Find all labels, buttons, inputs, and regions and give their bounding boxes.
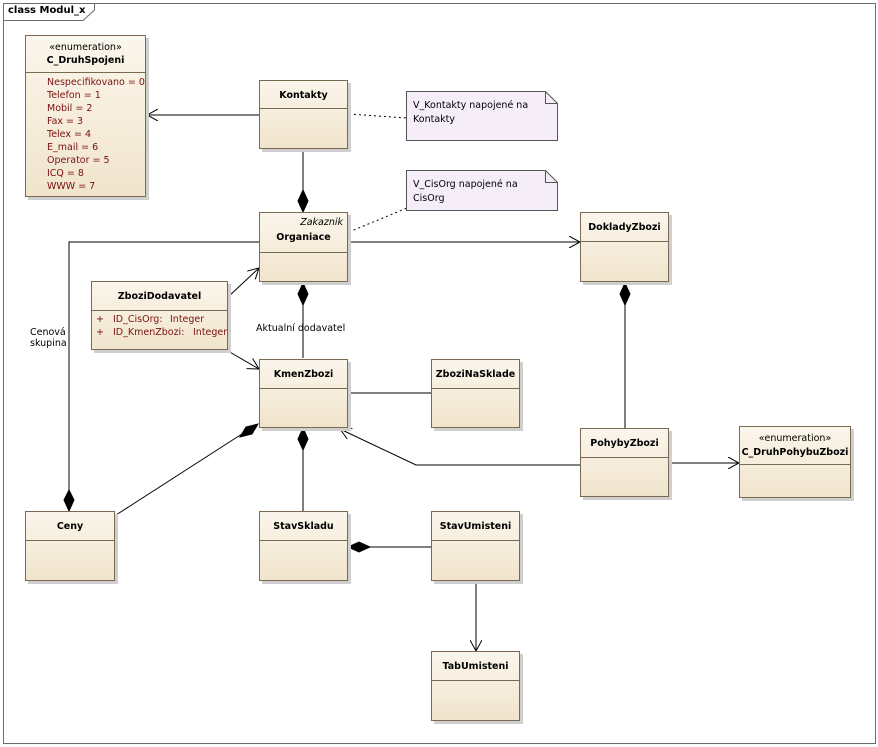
label-aktualni-dodavatel: Aktualní dodavatel (256, 323, 346, 334)
enum-literal: Nespecifikovano = 0 (47, 77, 145, 88)
enum-literal: Mobil = 2 (47, 103, 93, 114)
class-kontakty[interactable]: Kontakty (259, 80, 348, 149)
attribute-visibility: + (96, 314, 104, 325)
attribute-visibility: + (96, 327, 104, 338)
note-link-organiace (348, 207, 408, 233)
class-zbozinasklade-name: ZboziNaSklade (435, 369, 516, 380)
diagram-frame-label: class Modul_x (8, 5, 86, 16)
association-pohybyzbozi-kmenzbozi[interactable] (340, 429, 580, 466)
label-cenova-skupina-line1: Cenová (30, 327, 66, 338)
diagram-frame-tab (3, 3, 95, 21)
enum-literal: Telex = 4 (47, 129, 92, 140)
class-ceny-name: Ceny (56, 521, 84, 532)
class-stavskladu[interactable]: StavSkladu (259, 511, 348, 581)
class-organiace[interactable]: Zakaznik Organiace (259, 212, 348, 282)
composition-stavskladu-stavumisteni[interactable] (346, 541, 431, 553)
note-v-cisorg: V_CisOrg napojené na CisOrg (407, 171, 557, 210)
class-c-druhpohybuzbozi-stereotype: «enumeration» (758, 433, 832, 444)
class-kmenzbozi[interactable]: KmenZbozi (259, 359, 348, 428)
composition-dokladyzbozi-pohybyzbozi[interactable] (619, 281, 631, 428)
association-zbozidodavatel-organiace[interactable] (227, 268, 259, 298)
class-zbozidodavatel[interactable]: ZboziDodavatel + ID_CisOrg: Integer + ID… (91, 281, 228, 350)
note-v-kontakty-text: V_Kontakty napojené na Kontakty (413, 100, 529, 125)
note-v-cisorg-text: V_CisOrg napojené na CisOrg (413, 179, 518, 204)
attribute-name: ID_KmenZbozi: (113, 327, 185, 338)
enum-literal: Fax = 3 (47, 116, 84, 127)
attribute-type: Integer (170, 314, 205, 325)
class-tabumisteni-name: TabUmisteni (442, 661, 509, 672)
class-dokladyzbozi-name: DokladyZbozi (588, 222, 661, 233)
class-dokladyzbozi[interactable]: DokladyZbozi (580, 212, 669, 282)
enum-literal: Operator = 5 (47, 155, 110, 166)
note-v-kontakty: V_Kontakty napojené na Kontakty (407, 92, 557, 140)
class-organiace-alias: Zakaznik (300, 217, 343, 228)
class-stavskladu-name: StavSkladu (273, 521, 334, 532)
class-zbozidodavatel-name: ZboziDodavatel (117, 291, 202, 302)
class-pohybyzbozi-name: PohybyZbozi (590, 438, 659, 449)
attribute-name: ID_CisOrg: (113, 314, 163, 325)
enum-literal: E_mail = 6 (47, 142, 99, 153)
note-shape-v-cisorg (406, 170, 558, 211)
note-shape-v-kontakty (406, 91, 558, 141)
composition-kmenzbozi-stavskladu[interactable] (297, 426, 309, 511)
note-link-kontakty (348, 113, 408, 119)
enum-literal: Telefon = 1 (47, 90, 101, 101)
class-c-druhspojeni-name: C_DruhSpojeni (46, 55, 125, 66)
class-c-druhpohybuzbozi[interactable]: «enumeration» C_DruhPohybuZbozi (739, 426, 851, 498)
class-pohybyzbozi[interactable]: PohybyZbozi (580, 428, 669, 497)
class-kmenzbozi-name: KmenZbozi (273, 369, 334, 380)
composition-organiace-kontakty[interactable] (297, 150, 309, 214)
attribute-type: Integer (193, 327, 228, 338)
class-c-druhspojeni-stereotype: «enumeration» (49, 42, 122, 53)
class-zbozinasklade[interactable]: ZboziNaSklade (431, 359, 520, 428)
composition-kmenzbozi-ceny[interactable] (115, 423, 260, 516)
class-stavumisteni-name: StavUmisteni (439, 521, 512, 532)
class-kontakty-name: Kontakty (279, 90, 328, 101)
class-organiace-name: Organiace (276, 232, 331, 243)
enum-literal: WWW = 7 (47, 181, 96, 192)
class-c-druhspojeni[interactable]: «enumeration» C_DruhSpojeni Nespecifikov… (25, 35, 146, 197)
class-tabumisteni[interactable]: TabUmisteni (431, 651, 520, 721)
enum-literal: ICQ = 8 (47, 168, 84, 179)
class-ceny[interactable]: Ceny (25, 511, 115, 581)
label-cenova-skupina-line2: skupina (30, 338, 67, 349)
aggregation-organiace-kmenzbozi[interactable] (297, 281, 309, 358)
class-stavumisteni[interactable]: StavUmisteni (431, 511, 520, 581)
class-c-druhpohybuzbozi-name: C_DruhPohybuZbozi (741, 447, 849, 458)
association-zbozidodavatel-kmenzbozi[interactable] (227, 350, 259, 369)
